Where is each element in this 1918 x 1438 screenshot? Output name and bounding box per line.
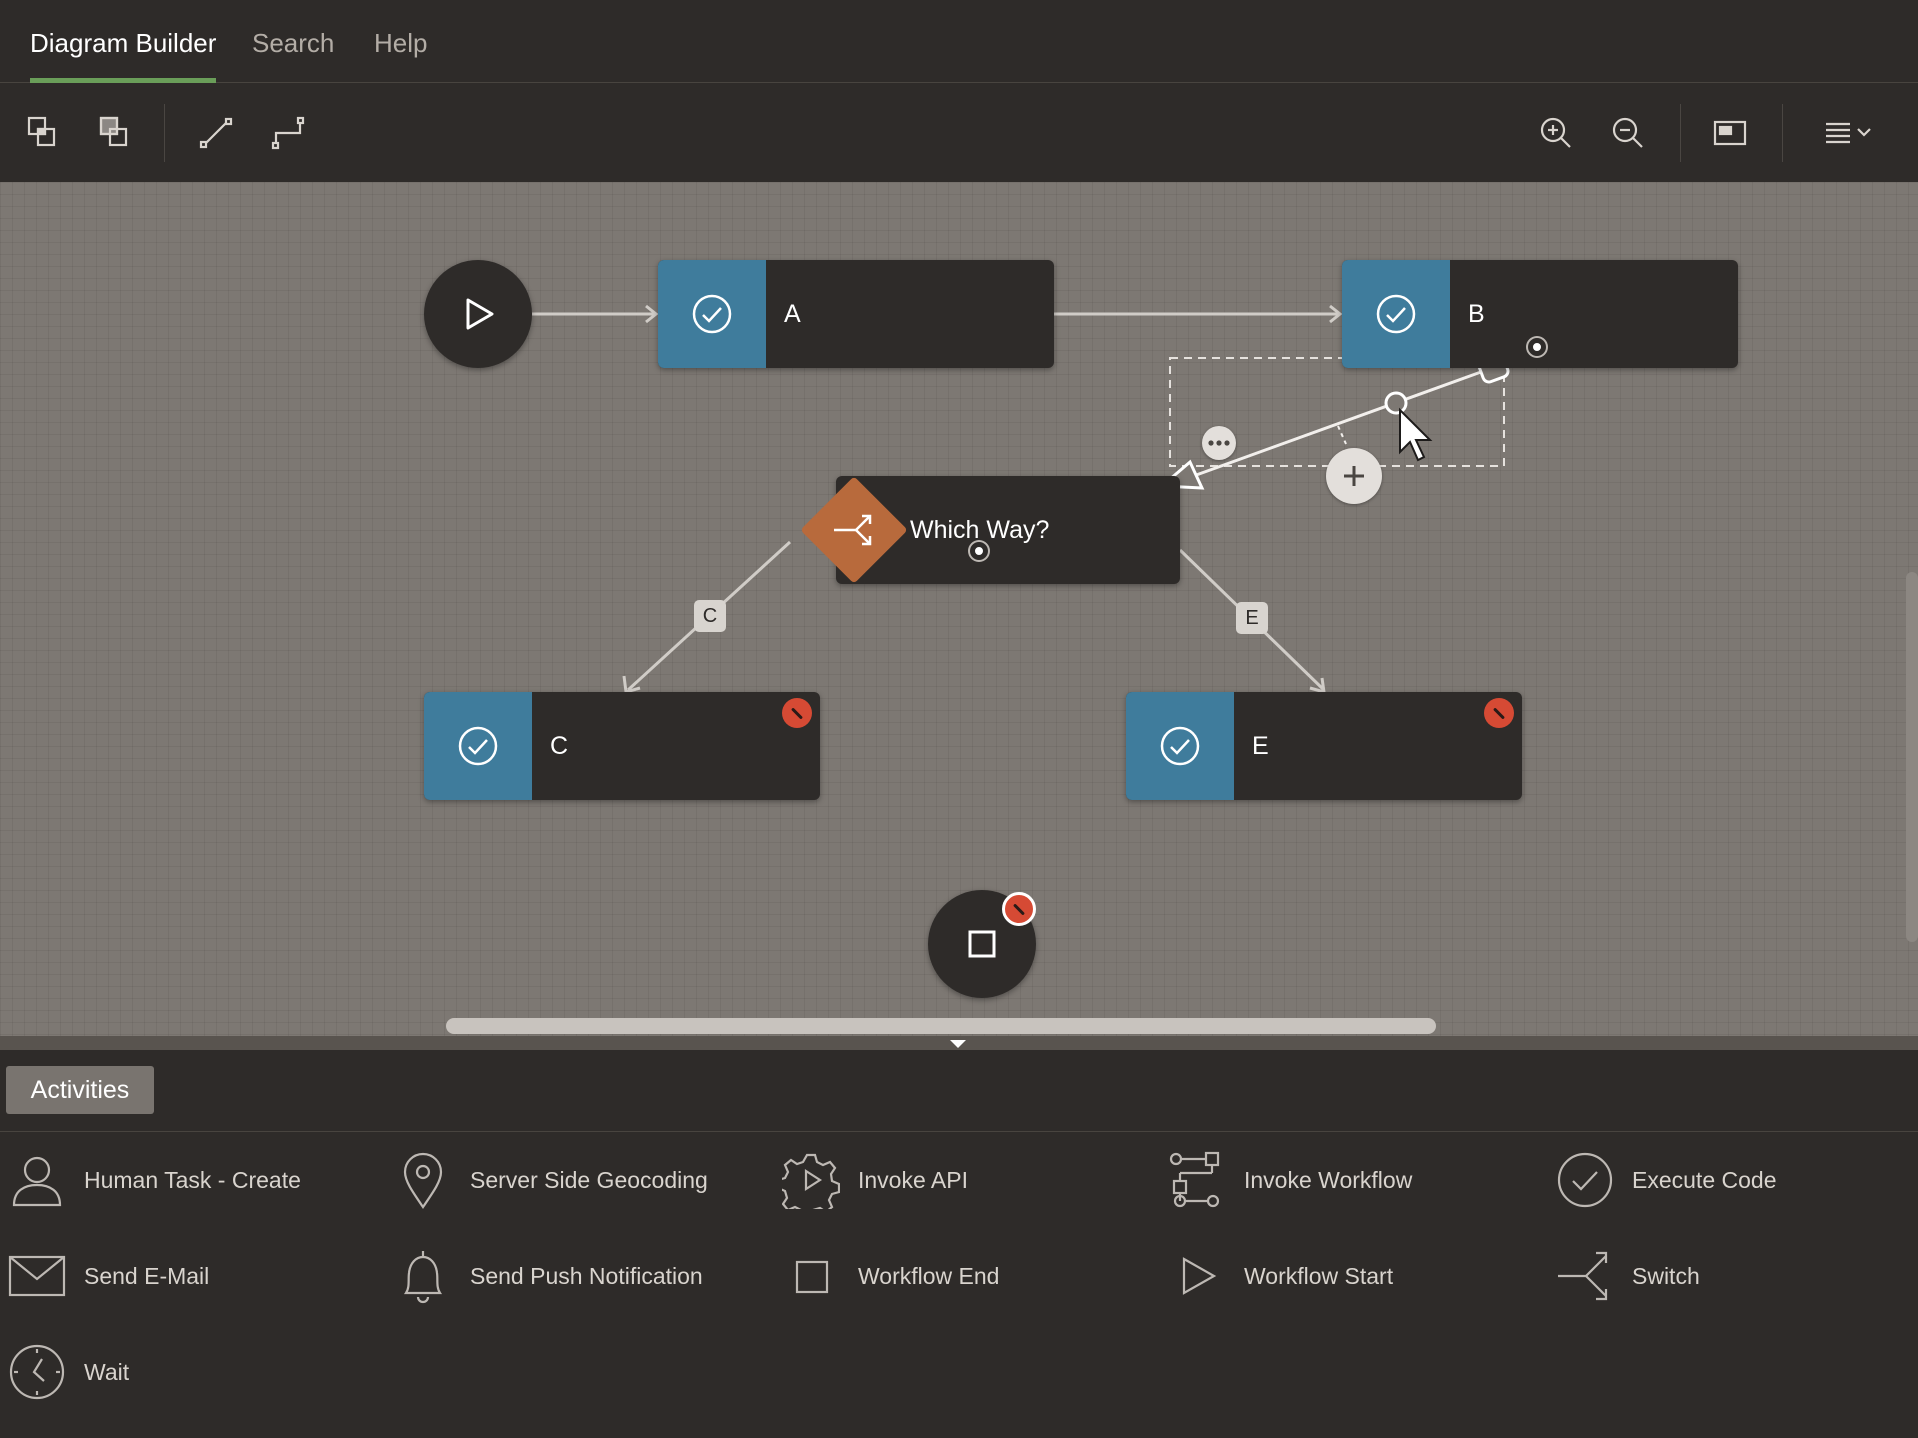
task-node-a[interactable]: A bbox=[658, 260, 1054, 368]
task-label-c: C bbox=[550, 732, 569, 760]
overview-icon[interactable] bbox=[1706, 109, 1754, 157]
bring-to-front-icon[interactable] bbox=[18, 109, 66, 157]
link-handle-guide bbox=[1337, 425, 1347, 445]
activity-label: Invoke API bbox=[858, 1166, 968, 1193]
task-side-e bbox=[1126, 692, 1234, 800]
activity-invoke-workflow[interactable]: Invoke Workflow bbox=[1166, 1145, 1412, 1215]
activity-workflow-start[interactable]: Workflow Start bbox=[1166, 1241, 1393, 1311]
collapse-arrow-icon[interactable] bbox=[950, 1040, 966, 1048]
check-circle-icon bbox=[458, 726, 498, 766]
task-side-b bbox=[1342, 260, 1450, 368]
task-side-a bbox=[658, 260, 766, 368]
zoom-in-icon[interactable] bbox=[1532, 109, 1580, 157]
workflow-icon bbox=[1166, 1149, 1228, 1211]
activity-label: Send Push Notification bbox=[470, 1262, 703, 1289]
check-circle-icon bbox=[1160, 726, 1200, 766]
activity-switch[interactable]: Switch bbox=[1554, 1241, 1700, 1311]
toolbar-separator bbox=[164, 104, 165, 162]
activity-label: Send E-Mail bbox=[84, 1262, 210, 1289]
envelope-icon bbox=[6, 1245, 68, 1307]
activity-label: Workflow End bbox=[858, 1262, 1000, 1289]
port-handle[interactable] bbox=[1528, 338, 1546, 356]
activity-workflow-end[interactable]: Workflow End bbox=[780, 1241, 999, 1311]
task-label-a: A bbox=[784, 300, 801, 328]
map-pin-icon bbox=[392, 1149, 454, 1211]
link-options-button[interactable] bbox=[1202, 426, 1236, 460]
selected-link-b-switch bbox=[1187, 366, 1493, 480]
error-badge-icon[interactable] bbox=[1002, 892, 1036, 926]
switch-icon bbox=[1554, 1245, 1616, 1307]
tab-diagram-builder[interactable]: Diagram Builder bbox=[30, 28, 217, 83]
activity-send-push-notification[interactable]: Send Push Notification bbox=[392, 1241, 703, 1311]
activities-palette: Activities Human Task - Create Server Si… bbox=[0, 1050, 1918, 1438]
activity-wait[interactable]: Wait bbox=[6, 1337, 129, 1407]
more-icon bbox=[1208, 440, 1230, 446]
switch-diamond bbox=[798, 474, 910, 586]
elbow-connector-icon[interactable] bbox=[264, 109, 312, 157]
activity-label: Human Task - Create bbox=[84, 1166, 301, 1193]
link-bend-handle bbox=[1384, 391, 1408, 415]
clock-icon bbox=[6, 1341, 68, 1403]
task-node-b[interactable]: B bbox=[1342, 260, 1738, 368]
activity-label: Execute Code bbox=[1632, 1166, 1777, 1193]
activity-label: Invoke Workflow bbox=[1244, 1166, 1413, 1193]
activity-label: Switch bbox=[1632, 1262, 1700, 1289]
task-label-b: B bbox=[1468, 300, 1485, 328]
activity-label: Workflow Start bbox=[1244, 1262, 1394, 1289]
plus-icon bbox=[1344, 466, 1364, 486]
error-badge-icon[interactable] bbox=[782, 698, 812, 728]
task-node-e[interactable]: E bbox=[1126, 692, 1522, 800]
link-switch-c-arrow bbox=[622, 675, 641, 694]
bell-icon bbox=[392, 1245, 454, 1307]
check-circle-icon bbox=[692, 294, 732, 334]
check-circle-icon bbox=[1376, 294, 1416, 334]
zoom-out-icon[interactable] bbox=[1604, 109, 1652, 157]
square-icon bbox=[780, 1245, 842, 1307]
task-side-c bbox=[424, 692, 532, 800]
palette-divider bbox=[0, 1131, 1918, 1132]
vertical-scrollbar[interactable] bbox=[1906, 572, 1918, 942]
tab-help[interactable]: Help bbox=[374, 28, 428, 58]
top-tab-bar: Diagram Builder Search Help bbox=[0, 0, 1918, 83]
toolbar-separator bbox=[1680, 104, 1681, 162]
edge-label-e[interactable]: E bbox=[1236, 602, 1268, 634]
person-icon bbox=[6, 1149, 68, 1211]
activity-invoke-api[interactable]: Invoke API bbox=[780, 1145, 968, 1215]
straight-connector-icon[interactable] bbox=[192, 109, 240, 157]
tab-search[interactable]: Search bbox=[252, 28, 335, 58]
activity-execute-code[interactable]: Execute Code bbox=[1554, 1145, 1776, 1215]
port-handle[interactable] bbox=[970, 542, 988, 560]
switch-node[interactable]: Which Way? bbox=[800, 476, 1180, 584]
horizontal-scrollbar[interactable] bbox=[446, 1018, 1436, 1034]
check-circle-icon bbox=[1554, 1149, 1616, 1211]
task-node-c[interactable]: C bbox=[424, 692, 820, 800]
link-start-a-arrow bbox=[645, 304, 659, 324]
error-badge-icon[interactable] bbox=[1484, 698, 1514, 728]
switch-label: Which Way? bbox=[910, 516, 1050, 544]
activity-label: Wait bbox=[84, 1358, 130, 1385]
stop-icon bbox=[968, 930, 996, 958]
tab-activities[interactable]: Activities bbox=[6, 1066, 154, 1114]
send-to-back-icon[interactable] bbox=[90, 109, 138, 157]
add-node-button[interactable] bbox=[1326, 448, 1382, 504]
activity-label: Server Side Geocoding bbox=[470, 1166, 708, 1193]
activity-human-task-create[interactable]: Human Task - Create bbox=[6, 1145, 301, 1215]
link-a-b-arrow bbox=[1329, 304, 1343, 324]
menu-icon[interactable] bbox=[1818, 109, 1882, 157]
toolbar bbox=[0, 84, 1918, 182]
play-icon bbox=[466, 298, 494, 330]
mouse-cursor-icon bbox=[1399, 407, 1433, 462]
task-label-e: E bbox=[1252, 732, 1269, 760]
workflow-start-node[interactable] bbox=[424, 260, 532, 368]
toolbar-separator bbox=[1782, 104, 1783, 162]
gear-icon bbox=[780, 1149, 842, 1211]
diagram-canvas[interactable]: A B Which Way? C E C E bbox=[0, 182, 1918, 1036]
switch-icon bbox=[834, 514, 872, 546]
activity-send-email[interactable]: Send E-Mail bbox=[6, 1241, 209, 1311]
panel-splitter[interactable] bbox=[0, 1036, 1918, 1050]
edge-label-c[interactable]: C bbox=[694, 600, 726, 632]
activity-server-side-geocoding[interactable]: Server Side Geocoding bbox=[392, 1145, 708, 1215]
play-icon bbox=[1166, 1245, 1228, 1307]
